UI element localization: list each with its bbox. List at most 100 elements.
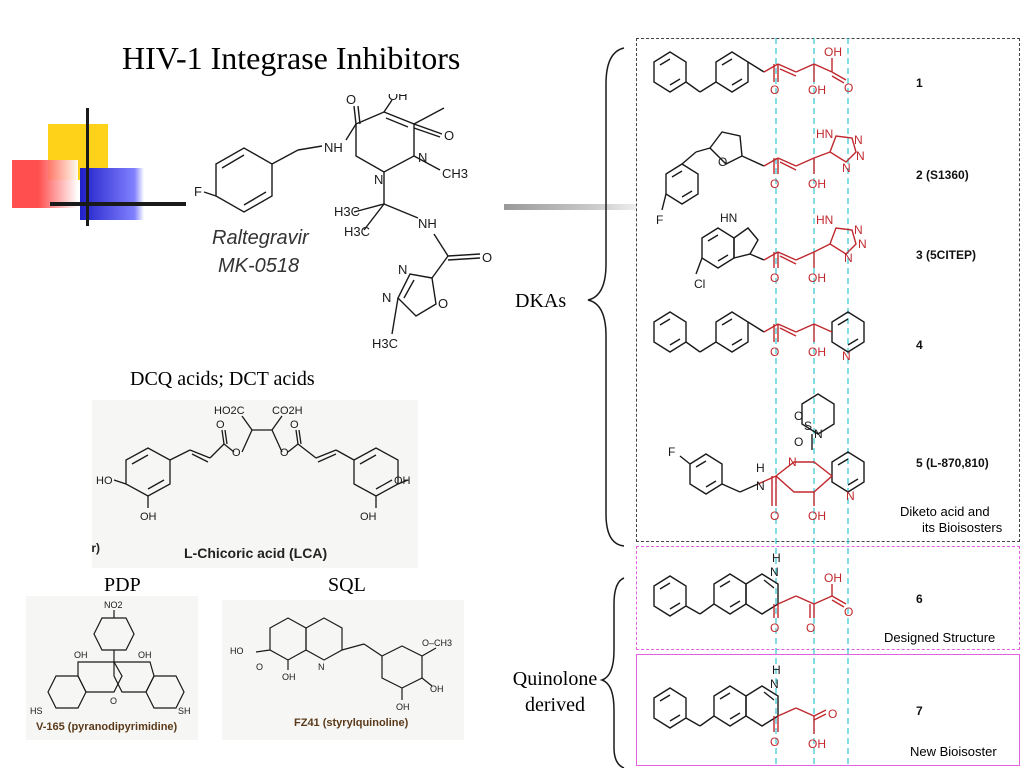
fz41-oh-1: OH bbox=[282, 672, 296, 682]
lca-o-2: O bbox=[290, 419, 299, 431]
c2-hn: HN bbox=[816, 127, 833, 141]
c6-h: H bbox=[772, 551, 781, 565]
compound-6-label: 6 bbox=[916, 592, 923, 606]
c3-o: O bbox=[770, 271, 779, 285]
c3-n1: N bbox=[854, 223, 863, 237]
c2-n2: N bbox=[856, 149, 865, 163]
raltegravir-structure: F NH O OH O N N CH3 H3C H3C NH O N N O H… bbox=[186, 88, 504, 362]
c1-oh: OH bbox=[808, 83, 826, 97]
amide2-o-atom: O bbox=[482, 250, 492, 265]
decorative-logo bbox=[12, 108, 192, 228]
lca-caption: L-Chicoric acid (LCA) bbox=[184, 545, 327, 561]
compound-7-structure: H N O O OH bbox=[653, 663, 837, 751]
c7-h: H bbox=[772, 663, 781, 677]
raltegravir-code: MK-0518 bbox=[218, 255, 299, 277]
v165-oh-1: OH bbox=[74, 650, 88, 660]
c6-acid-o: O bbox=[844, 605, 853, 619]
compound-2-label: 2 (S1360) bbox=[916, 168, 969, 182]
raltegravir-svg: F NH O OH O N N CH3 H3C H3C NH O N N O H… bbox=[194, 88, 492, 351]
sql-label: SQL bbox=[328, 574, 366, 596]
lca-oh-2: OH bbox=[394, 475, 411, 487]
c7-o: O bbox=[770, 735, 779, 749]
c5-s-o1: O bbox=[794, 409, 803, 423]
oxadiazole-methyl: H3C bbox=[372, 336, 398, 351]
dcq-dct-label: DCQ acids; DCT acids bbox=[130, 368, 315, 390]
fz41-n: N bbox=[318, 662, 325, 672]
c6-acid-oh: OH bbox=[824, 571, 842, 585]
c6-n: N bbox=[770, 565, 779, 579]
v165-oh-2: OH bbox=[138, 650, 152, 660]
fz41-oh-3: OH bbox=[396, 702, 410, 712]
c7-acid-o: O bbox=[828, 707, 837, 721]
methyl-b-group: H3C bbox=[344, 224, 370, 239]
new-bioisoster-box bbox=[636, 654, 1020, 766]
designed-structure-box bbox=[636, 546, 1020, 650]
lca-oh-3: OH bbox=[360, 511, 377, 523]
c2-furan-o: O bbox=[718, 155, 727, 169]
c5-o: O bbox=[770, 509, 779, 523]
c2-oh: OH bbox=[808, 177, 826, 191]
lca-ho2c: HO2C bbox=[214, 405, 245, 417]
c2-n1: N bbox=[854, 133, 863, 147]
c5-amide-h: H bbox=[756, 461, 765, 475]
keto-o-atom: O bbox=[444, 128, 454, 143]
compound-1-label: 1 bbox=[916, 76, 923, 90]
v165-hs: HS bbox=[30, 706, 43, 716]
c2-f: F bbox=[656, 213, 663, 227]
fluoro-atom: F bbox=[194, 184, 202, 199]
c1-acid-o: O bbox=[844, 81, 853, 95]
ring-n-atom: N bbox=[374, 172, 383, 187]
methyl-a-group: H3C bbox=[334, 204, 360, 219]
compound-5-structure: O S O N F H N N N O OH bbox=[668, 393, 865, 523]
lca-ho-1: HO bbox=[96, 475, 113, 487]
c4-pyridine-n: N bbox=[842, 349, 851, 363]
compound-5-label: 5 (L-870,810) bbox=[916, 456, 989, 470]
c2-n3: N bbox=[842, 161, 851, 175]
v165-structure: NO2 OH OH O HS SH V-165 (pyranodipyrimid… bbox=[26, 596, 198, 740]
c4-o: O bbox=[770, 345, 779, 359]
c5-oh: OH bbox=[808, 509, 826, 523]
methyl-group: CH3 bbox=[442, 166, 468, 181]
amide-nh-atom: NH bbox=[324, 140, 343, 155]
c5-sultam-n: N bbox=[814, 427, 823, 441]
ring-n-methyl-atom: N bbox=[418, 150, 427, 165]
fz41-caption: FZ41 (styrylquinoline) bbox=[294, 717, 409, 729]
c1-acid-oh: OH bbox=[824, 45, 842, 59]
oxadiazole-n-atom: N bbox=[398, 262, 407, 277]
c7-n: N bbox=[770, 677, 779, 691]
compound-4-structure: O OH N bbox=[653, 311, 865, 363]
dka-brace bbox=[587, 47, 625, 547]
oxadiazole-o-atom: O bbox=[438, 296, 448, 311]
slide-title: HIV-1 Integrase Inhibitors bbox=[122, 40, 461, 76]
fz41-structure: HO O OH N O–CH3 OH OH FZ41 (styrylquinol… bbox=[222, 600, 464, 740]
raltegravir-name: Raltegravir bbox=[212, 227, 310, 249]
c3-cl: Cl bbox=[694, 277, 705, 291]
fz41-svg: HO O OH N O–CH3 OH OH FZ41 (styrylquinol… bbox=[230, 617, 452, 729]
dka-caption-line1: Diketo acid and bbox=[900, 504, 990, 519]
chicoric-acid-structure: HO2C CO2H O O O O HO OH OH OH ir) L-Chic… bbox=[88, 400, 418, 568]
c4-oh: OH bbox=[808, 345, 826, 359]
c3-n2: N bbox=[858, 237, 867, 251]
amide2-nh-atom: NH bbox=[418, 216, 437, 231]
lca-co2h: CO2H bbox=[272, 405, 303, 417]
amide-o-atom: O bbox=[346, 94, 356, 107]
compound-7-label: 7 bbox=[916, 704, 923, 718]
quinolone-label: Quinolone derived bbox=[512, 668, 598, 716]
c3-oh: OH bbox=[808, 271, 826, 285]
c3-indole-hn: HN bbox=[720, 211, 737, 225]
v165-no2: NO2 bbox=[104, 600, 123, 610]
new-bioisoster-caption: New Bioisoster bbox=[910, 744, 997, 759]
c7-acid-oh: OH bbox=[808, 737, 826, 751]
v165-sh: SH bbox=[178, 706, 191, 716]
lca-o-4: O bbox=[280, 447, 289, 459]
fz41-ho: HO bbox=[230, 646, 244, 656]
designed-structure-caption: Designed Structure bbox=[884, 630, 996, 645]
compound-2-structure: O OH HN N N N O F bbox=[656, 127, 865, 227]
oxadiazole-n2-atom: N bbox=[382, 290, 391, 305]
c5-amide-n: N bbox=[756, 479, 765, 493]
c6-o: O bbox=[770, 621, 779, 635]
c3-hn: HN bbox=[816, 213, 833, 227]
compound-1-structure: O OH OH O bbox=[653, 45, 853, 97]
compound-6-structure: H N O O OH O bbox=[653, 551, 853, 635]
dka-caption-line2: its Bioisosters bbox=[922, 520, 1003, 535]
